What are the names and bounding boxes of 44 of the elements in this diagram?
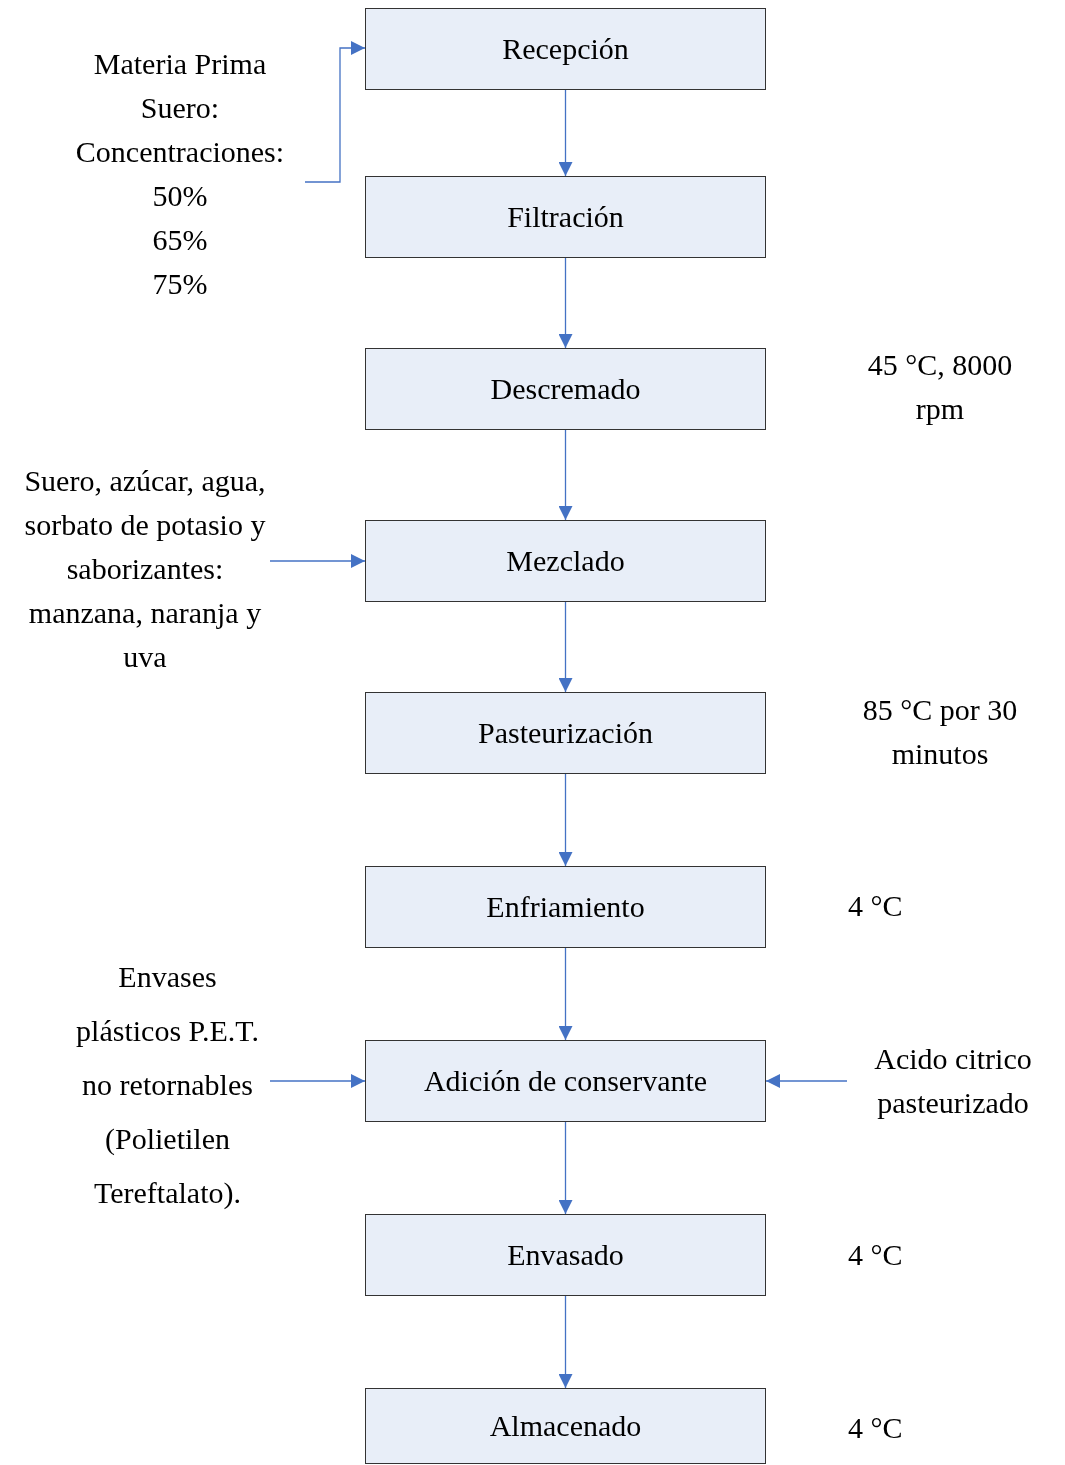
- input-note-text: Materia Prima: [93, 46, 267, 82]
- input-note-text: Envases plásticos P.E.T. no retornables (Polietilen Tereftalato).: [75, 959, 260, 1211]
- arrow: [558, 257, 573, 349]
- arrow: [558, 429, 573, 521]
- arrow: [558, 1295, 573, 1389]
- condition-note: 45 °C, 8000 rpm: [866, 347, 1014, 427]
- input-note-text: 50%: [152, 178, 208, 214]
- step-label: Mezclado: [506, 543, 625, 579]
- process-box: [365, 692, 766, 774]
- process-box: [365, 1388, 766, 1464]
- input-note-text: 65%: [152, 222, 208, 258]
- arrow: [558, 1121, 573, 1215]
- arrow: [558, 89, 573, 177]
- arrow: [269, 1074, 366, 1088]
- input-note-text: 75%: [152, 266, 208, 302]
- condition-note: 4 °C: [848, 1410, 904, 1446]
- arrow: [558, 601, 573, 693]
- condition-note: 85 °C por 30 minutos: [861, 692, 1019, 772]
- step-label: Descremado: [490, 371, 641, 407]
- process-box: [365, 1214, 766, 1296]
- arrow: [304, 41, 366, 183]
- process-box: [365, 520, 766, 602]
- step-label: Adición de conservante: [423, 1063, 708, 1099]
- input-note-text: Concentraciones:: [75, 134, 285, 170]
- arrow: [558, 947, 573, 1041]
- arrow: [558, 773, 573, 867]
- input-note-text: Acido citrico pasteurizado: [873, 1041, 1033, 1121]
- step-label: Envasado: [507, 1237, 624, 1273]
- process-box: [365, 176, 766, 258]
- input-note-text: Suero, azúcar, agua, sorbato de potasio y saborizantes: manzana, naranja y uva: [23, 463, 267, 675]
- condition-note: 4 °C: [848, 888, 904, 924]
- process-box: [365, 866, 766, 948]
- step-label: Filtración: [507, 199, 624, 235]
- step-label: Pasteurización: [478, 715, 653, 751]
- arrow: [269, 554, 366, 568]
- condition-note: 4 °C: [848, 1237, 904, 1273]
- process-box: [365, 348, 766, 430]
- arrow: [765, 1074, 848, 1088]
- step-label: Enfriamiento: [486, 889, 645, 925]
- process-box: [365, 8, 766, 90]
- step-label: Almacenado: [489, 1408, 642, 1444]
- process-box: [365, 1040, 766, 1122]
- input-note-text: Suero:: [140, 90, 220, 126]
- step-label: Recepción: [502, 31, 629, 67]
